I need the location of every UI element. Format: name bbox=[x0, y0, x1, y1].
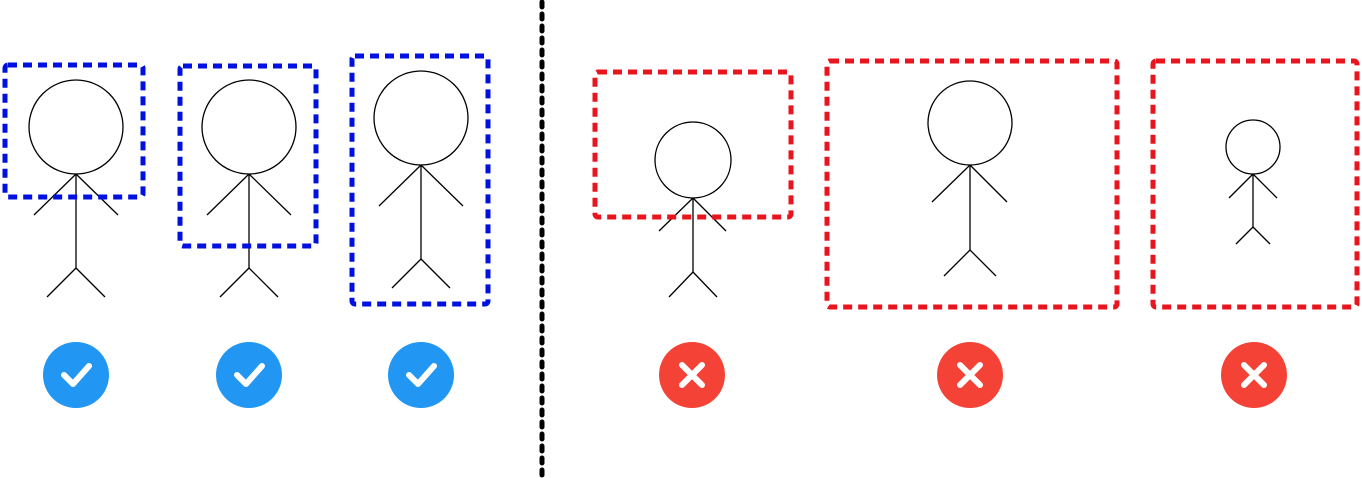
stick-figure bbox=[373, 70, 469, 289]
check-badge bbox=[216, 342, 282, 408]
good-bounding-box bbox=[177, 63, 319, 249]
badge-circle bbox=[388, 342, 454, 408]
check-badge bbox=[388, 342, 454, 408]
check-icon bbox=[234, 363, 265, 387]
figure-head bbox=[654, 121, 732, 199]
good-bounding-box bbox=[2, 62, 146, 200]
figure-arm-left bbox=[206, 173, 250, 216]
stick-figure bbox=[1225, 119, 1281, 245]
figure-head bbox=[201, 79, 297, 175]
cross-icon-stroke-b bbox=[957, 362, 983, 388]
badge-circle bbox=[216, 342, 282, 408]
figure-leg-left bbox=[668, 271, 694, 298]
cross-badge bbox=[1221, 342, 1287, 408]
stick-figure bbox=[654, 121, 732, 298]
figure-head bbox=[373, 70, 469, 166]
good-bounding-box bbox=[349, 53, 491, 307]
bad-example-3 bbox=[1150, 58, 1360, 408]
bad-example-2 bbox=[824, 58, 1120, 408]
figure-arm-right bbox=[75, 173, 119, 216]
figure-leg-right bbox=[75, 267, 106, 298]
bad-example-1 bbox=[592, 69, 794, 408]
figure-leg-right bbox=[1252, 226, 1271, 245]
check-badge bbox=[43, 342, 109, 408]
figure-arm-left bbox=[1228, 173, 1254, 199]
check-icon bbox=[406, 363, 437, 387]
bad-bounding-box bbox=[824, 58, 1120, 310]
cross-icon-stroke-b bbox=[679, 362, 705, 388]
bad-bounding-box bbox=[592, 69, 794, 220]
figure-leg-left bbox=[391, 258, 422, 289]
figure-leg-right bbox=[969, 249, 997, 277]
good-examples-group bbox=[2, 53, 491, 408]
stick-figure bbox=[201, 79, 297, 298]
good-example-2 bbox=[177, 63, 319, 408]
figure-leg-right bbox=[248, 267, 279, 298]
figure-arm-left bbox=[931, 164, 971, 203]
cross-badge bbox=[937, 342, 1003, 408]
figure-leg-left bbox=[219, 267, 250, 298]
figure-leg-left bbox=[943, 249, 971, 277]
figure-leg-left bbox=[46, 267, 77, 298]
good-example-3 bbox=[349, 53, 491, 408]
stick-figure bbox=[28, 79, 124, 298]
figure-head bbox=[927, 80, 1013, 166]
figure-arm-right bbox=[420, 164, 464, 207]
figure-arm-left bbox=[378, 164, 422, 207]
bad-examples-group bbox=[592, 58, 1360, 408]
figure-head bbox=[28, 79, 124, 175]
figure-arm-right bbox=[1252, 173, 1278, 199]
figure-leg-right bbox=[692, 271, 718, 298]
cross-icon-stroke-b bbox=[1241, 362, 1267, 388]
badge-circle bbox=[43, 342, 109, 408]
figure-arm-right bbox=[969, 164, 1008, 203]
figure-arm-right bbox=[248, 173, 292, 216]
figure-head bbox=[1225, 119, 1281, 175]
figure-leg-right bbox=[420, 258, 451, 289]
figure-leg-left bbox=[1235, 226, 1254, 245]
bad-bounding-box bbox=[1150, 58, 1360, 310]
stick-figure bbox=[927, 80, 1013, 277]
cross-badge bbox=[659, 342, 725, 408]
figure-arm-right bbox=[692, 197, 727, 232]
good-example-1 bbox=[2, 62, 146, 408]
check-icon bbox=[61, 363, 92, 387]
